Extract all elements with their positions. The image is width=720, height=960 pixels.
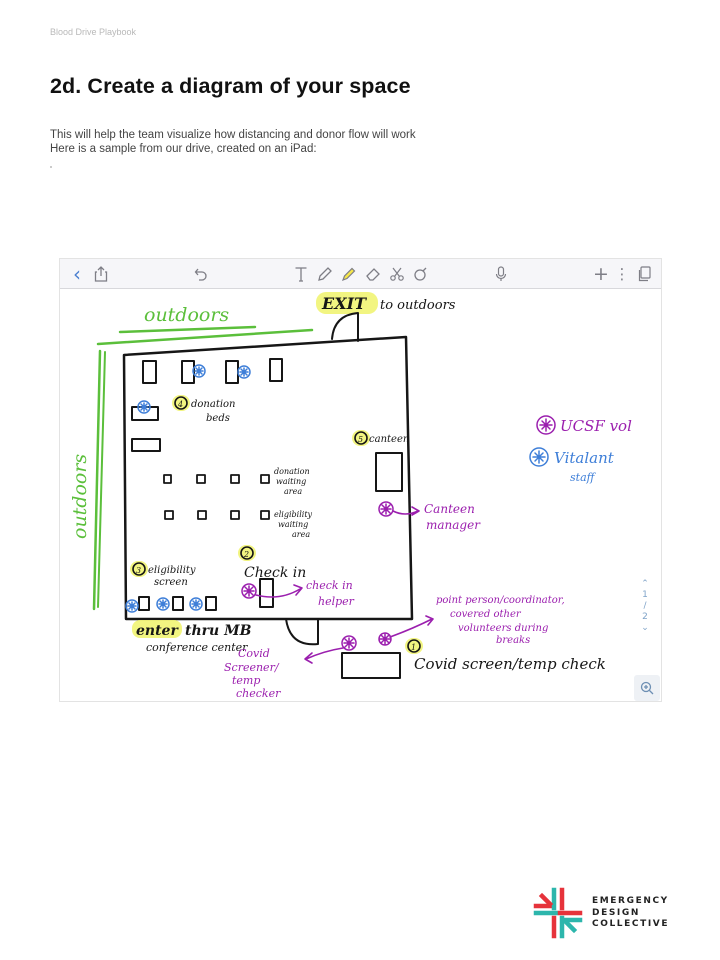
label-canteen-manager-1: Canteen xyxy=(424,502,475,516)
label-point-person-2: covered other xyxy=(450,609,522,620)
label-donation-waiting-2: waiting xyxy=(276,477,306,486)
label-canteen-manager-2: manager xyxy=(426,518,481,532)
label-donation-waiting-1: donation xyxy=(274,467,310,476)
legend-staff: staff xyxy=(570,471,597,484)
label-covid-screen: Covid screen/temp check xyxy=(414,655,606,673)
chevron-left-icon[interactable]: ‹ xyxy=(73,262,81,286)
undo-icon[interactable] xyxy=(190,263,212,285)
pen-icon[interactable] xyxy=(314,263,336,285)
zoom-in-icon[interactable] xyxy=(634,675,660,701)
logo-line-3: COLLECTIVE xyxy=(592,919,670,929)
num-canteen: 5 xyxy=(358,435,363,444)
label-screen: screen xyxy=(154,577,188,588)
body-text: This will help the team visualize how di… xyxy=(50,128,416,156)
legend-vitalant: Vitalant xyxy=(554,449,615,467)
logo-line-1: EMERGENCY xyxy=(592,896,669,906)
body-line-2: Here is a sample from our drive, created… xyxy=(50,143,317,155)
ipad-toolbar: ‹ + ⋮ xyxy=(60,259,661,289)
label-outdoors-side: outdoors xyxy=(69,454,91,539)
label-eligibility-waiting-3: area xyxy=(292,530,310,539)
label-point-person-4: breaks xyxy=(496,635,530,646)
space-diagram-sketch: outdoors outdoors EXIT to outdoors 4 don… xyxy=(69,292,632,700)
label-check-in-helper-1: check in xyxy=(306,579,353,592)
label-point-person-3: volunteers during xyxy=(458,623,548,634)
legend-ucsf-vol: UCSF vol xyxy=(560,417,632,435)
label-canteen: canteen xyxy=(369,434,409,445)
share-icon[interactable] xyxy=(90,263,112,285)
label-covid-screener-3: temp xyxy=(232,674,260,687)
label-covid-screener-4: checker xyxy=(236,687,281,700)
label-point-person-1: point person/coordinator, xyxy=(436,595,565,606)
body-line-1: This will help the team visualize how di… xyxy=(50,129,416,141)
page-current: 1 xyxy=(642,590,648,600)
page-indicator[interactable]: ⌃ 1 / 2 ⌄ xyxy=(634,579,656,649)
label-donation: donation xyxy=(191,399,236,410)
ipad-screenshot: ‹ + ⋮ xyxy=(59,258,662,702)
highlighter-icon[interactable] xyxy=(338,263,360,285)
label-eligibility-waiting-1: eligibility xyxy=(274,510,313,519)
num-donation-beds: 4 xyxy=(177,400,183,409)
logo-line-2: DESIGN xyxy=(592,907,640,918)
label-outdoors-top: outdoors xyxy=(144,304,229,326)
label-donation-waiting-3: area xyxy=(284,487,302,496)
label-conference-center: conference center xyxy=(146,641,248,654)
logo-text: EMERGENCY DESIGN COLLECTIVE xyxy=(592,896,669,931)
page-title: 2d. Create a diagram of your space xyxy=(50,74,411,98)
num-eligibility-screen: 3 xyxy=(136,566,141,575)
header-label: Blood Drive Playbook xyxy=(50,27,137,37)
page-total: 2 xyxy=(642,612,648,622)
add-icon[interactable]: + xyxy=(593,263,609,285)
label-covid-screener-1: Covid xyxy=(238,647,270,660)
label-eligibility-waiting-2: waiting xyxy=(278,520,308,529)
label-eligibility: eligibility xyxy=(148,565,196,576)
num-covid-screen: 1 xyxy=(411,643,416,652)
eraser-icon[interactable] xyxy=(362,263,384,285)
microphone-icon[interactable] xyxy=(490,263,512,285)
label-enter: enter xyxy=(136,623,179,639)
num-check-in: 2 xyxy=(243,550,249,559)
page-separator: / xyxy=(643,601,647,611)
label-check-in: Check in xyxy=(244,565,306,581)
page-down-icon[interactable]: ⌄ xyxy=(641,623,649,633)
label-thru-mb: thru MB xyxy=(185,623,252,639)
stray-dot xyxy=(50,166,52,168)
text-tool-icon[interactable] xyxy=(290,263,312,285)
pages-icon[interactable] xyxy=(634,263,656,285)
more-icon[interactable]: ⋮ xyxy=(614,265,630,283)
label-beds: beds xyxy=(206,413,230,424)
label-exit: EXIT xyxy=(321,294,367,313)
label-check-in-helper-2: helper xyxy=(318,595,355,608)
shapes-icon[interactable] xyxy=(410,263,432,285)
cross-logo-icon xyxy=(533,887,583,939)
label-to-outdoors: to outdoors xyxy=(380,298,456,313)
page-up-icon[interactable]: ⌃ xyxy=(641,579,649,589)
label-covid-screener-2: Screener/ xyxy=(224,661,280,674)
lasso-icon[interactable] xyxy=(386,263,408,285)
emergency-design-collective-logo: EMERGENCY DESIGN COLLECTIVE xyxy=(532,886,682,940)
